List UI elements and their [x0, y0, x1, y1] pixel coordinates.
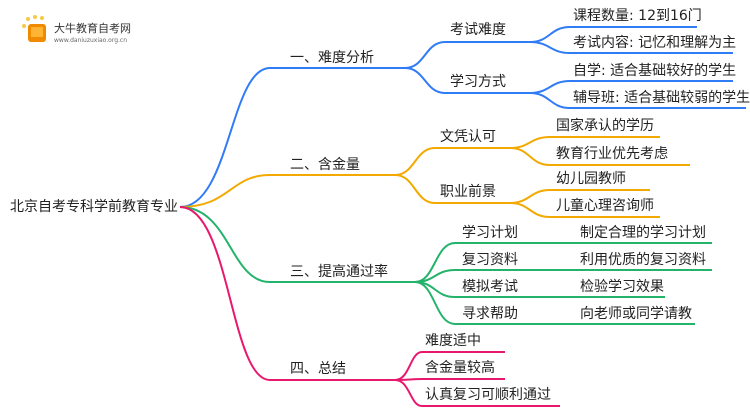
- root-topic: 北京自考专科学前教育专业: [10, 199, 178, 215]
- node-diploma: 文凭认可: [440, 129, 496, 145]
- book-logo-icon: [22, 15, 46, 42]
- leaf: 辅导班: 适合基础较弱的学生: [573, 90, 750, 106]
- leaf: 幼儿园教师: [556, 171, 626, 187]
- leaf: 教育行业优先考虑: [556, 146, 668, 162]
- branch-4-lines: [179, 206, 560, 407]
- branch-2-lines: [179, 136, 690, 218]
- leaf: 课程数量: 12到16门: [573, 8, 702, 24]
- node: 寻求帮助: [462, 306, 518, 322]
- leaf: 考试内容: 记忆和理解为主: [573, 35, 737, 51]
- leaf: 自学: 适合基础较好的学生: [573, 63, 737, 79]
- leaf: 儿童心理咨询师: [556, 198, 654, 214]
- leaf: 国家承认的学历: [556, 118, 654, 134]
- node: 模拟考试: [462, 279, 518, 295]
- logo: 大牛教育自考网 www.daniuzuxiao.org.cn: [20, 14, 131, 50]
- node-exam-difficulty: 考试难度: [450, 22, 506, 38]
- node: 学习计划: [462, 225, 518, 241]
- leaf: 向老师或同学请教: [580, 306, 692, 322]
- leaf: 制定合理的学习计划: [580, 225, 706, 241]
- branch-difficulty: 一、难度分析: [290, 50, 374, 66]
- leaf: 利用优质的复习资料: [580, 252, 706, 268]
- branch-pass-rate: 三、提高通过率: [290, 264, 388, 280]
- node-career: 职业前景: [440, 184, 496, 200]
- node-study-method: 学习方式: [450, 74, 506, 90]
- branch-1-lines: [179, 26, 746, 208]
- branch-summary: 四、总结: [290, 361, 346, 377]
- logo-url: www.daniuzuxiao.org.cn: [54, 37, 128, 44]
- leaf: 检验学习效果: [580, 279, 664, 295]
- logo-name: 大牛教育自考网: [54, 22, 131, 35]
- node: 含金量较高: [425, 360, 495, 376]
- branch-value: 二、含金量: [290, 157, 360, 173]
- node: 复习资料: [462, 252, 518, 268]
- node: 认真复习可顺利通过: [425, 387, 551, 403]
- branch-3-lines: [179, 206, 712, 325]
- node: 难度适中: [425, 333, 481, 349]
